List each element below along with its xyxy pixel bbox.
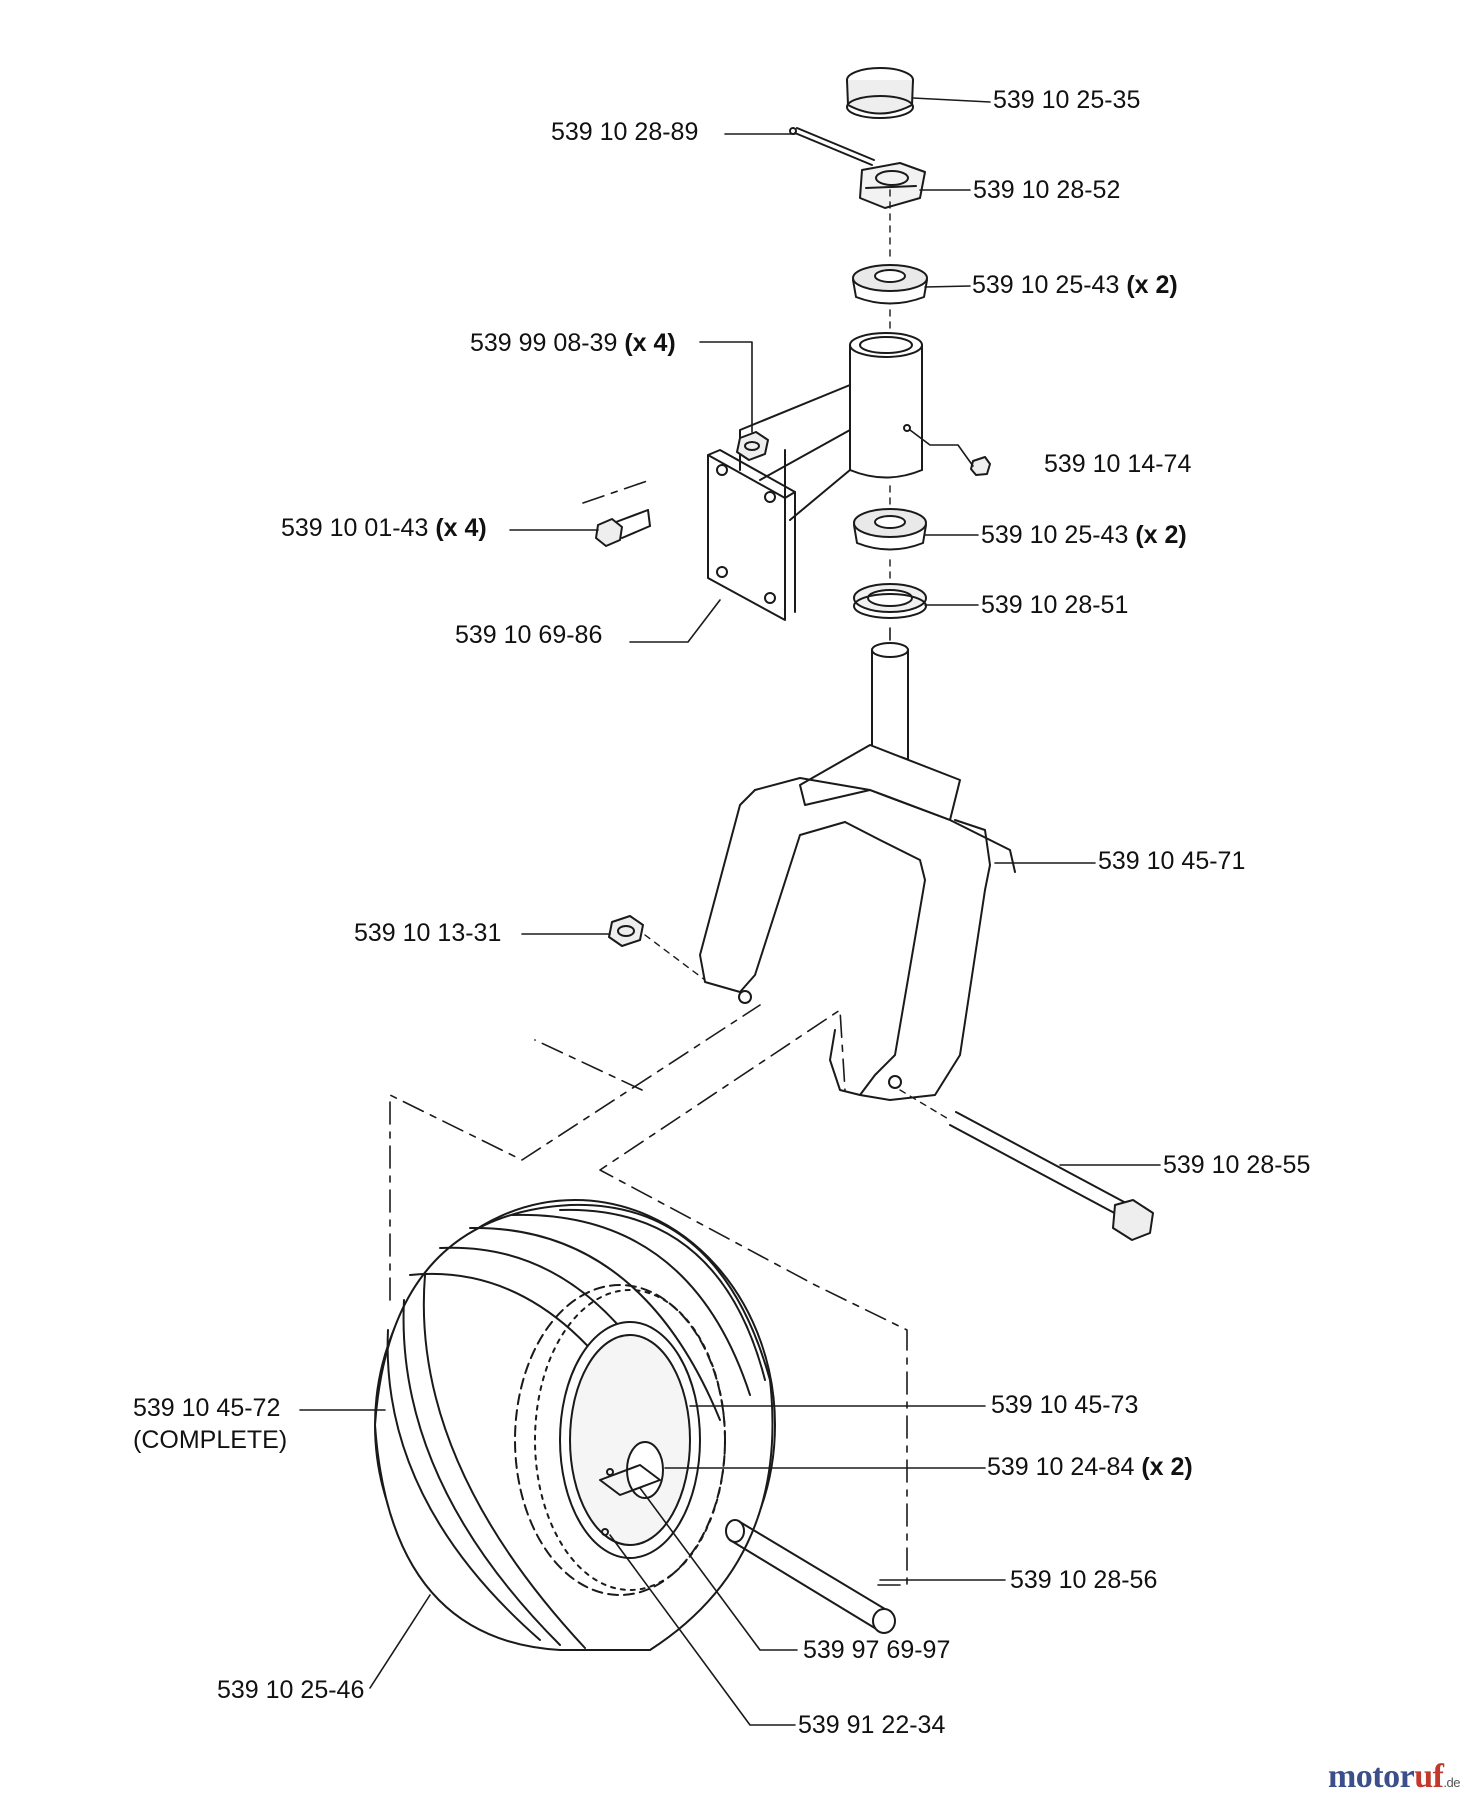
lock-nut-part — [736, 431, 769, 461]
part-label-p17: 539 10 28-56 — [1010, 1566, 1158, 1594]
part-label-p19: 539 10 25-46 — [217, 1676, 365, 1704]
part-label-p16: 539 10 24-84 (x 2) — [987, 1453, 1193, 1481]
part-label-p7: 539 10 01-43 (x 4) — [281, 514, 487, 542]
mount-plate-part — [707, 449, 796, 621]
mount-bolt-part — [595, 509, 651, 547]
motoruf-logo: motoruf.de — [1327, 1758, 1461, 1795]
part-label-p8: 539 10 25-43 (x 2) — [981, 521, 1187, 549]
part-label-p1: 539 10 25-35 — [993, 86, 1141, 114]
part-label-p20: 539 91 22-34 — [798, 1711, 946, 1739]
part-label-p3: 539 10 28-52 — [973, 176, 1121, 204]
fork-housing-part — [739, 332, 923, 561]
part-label-p2: 539 10 28-89 — [551, 118, 699, 146]
fork-nut-part — [608, 915, 644, 947]
axle-bolt-part — [949, 1111, 1154, 1241]
part-label-p14: 539 10 45-72 — [133, 1394, 281, 1422]
dust-cap-part — [846, 67, 914, 119]
part-label-p9: 539 10 28-51 — [981, 591, 1129, 619]
castle-nut-part — [859, 162, 926, 209]
seal-part — [853, 583, 927, 619]
part-label-p14-note: (COMPLETE) — [133, 1426, 288, 1454]
part-label-p4: 539 10 25-43 (x 2) — [972, 271, 1178, 299]
part-label-p13: 539 10 28-55 — [1163, 1151, 1311, 1179]
part-label-p6: 539 10 14-74 — [1044, 450, 1192, 478]
cotter-pin-part — [789, 127, 875, 166]
leader-lines — [299, 97, 1161, 1726]
part-label-p10: 539 10 69-86 — [455, 621, 603, 649]
part-label-p12: 539 10 13-31 — [354, 919, 502, 947]
lower-bearing-part — [853, 508, 927, 551]
grease-fitting-part — [970, 456, 991, 476]
wheel-hub-part — [559, 1321, 701, 1559]
part-label-p11: 539 10 45-71 — [1098, 847, 1246, 875]
part-label-p15: 539 10 45-73 — [991, 1391, 1139, 1419]
spacer-tube-part — [725, 1519, 896, 1634]
fork-part — [699, 642, 1016, 1101]
upper-bearing-part — [852, 264, 928, 305]
part-label-p18: 539 97 69-97 — [803, 1636, 951, 1664]
part-label-p5: 539 99 08-39 (x 4) — [470, 329, 676, 357]
